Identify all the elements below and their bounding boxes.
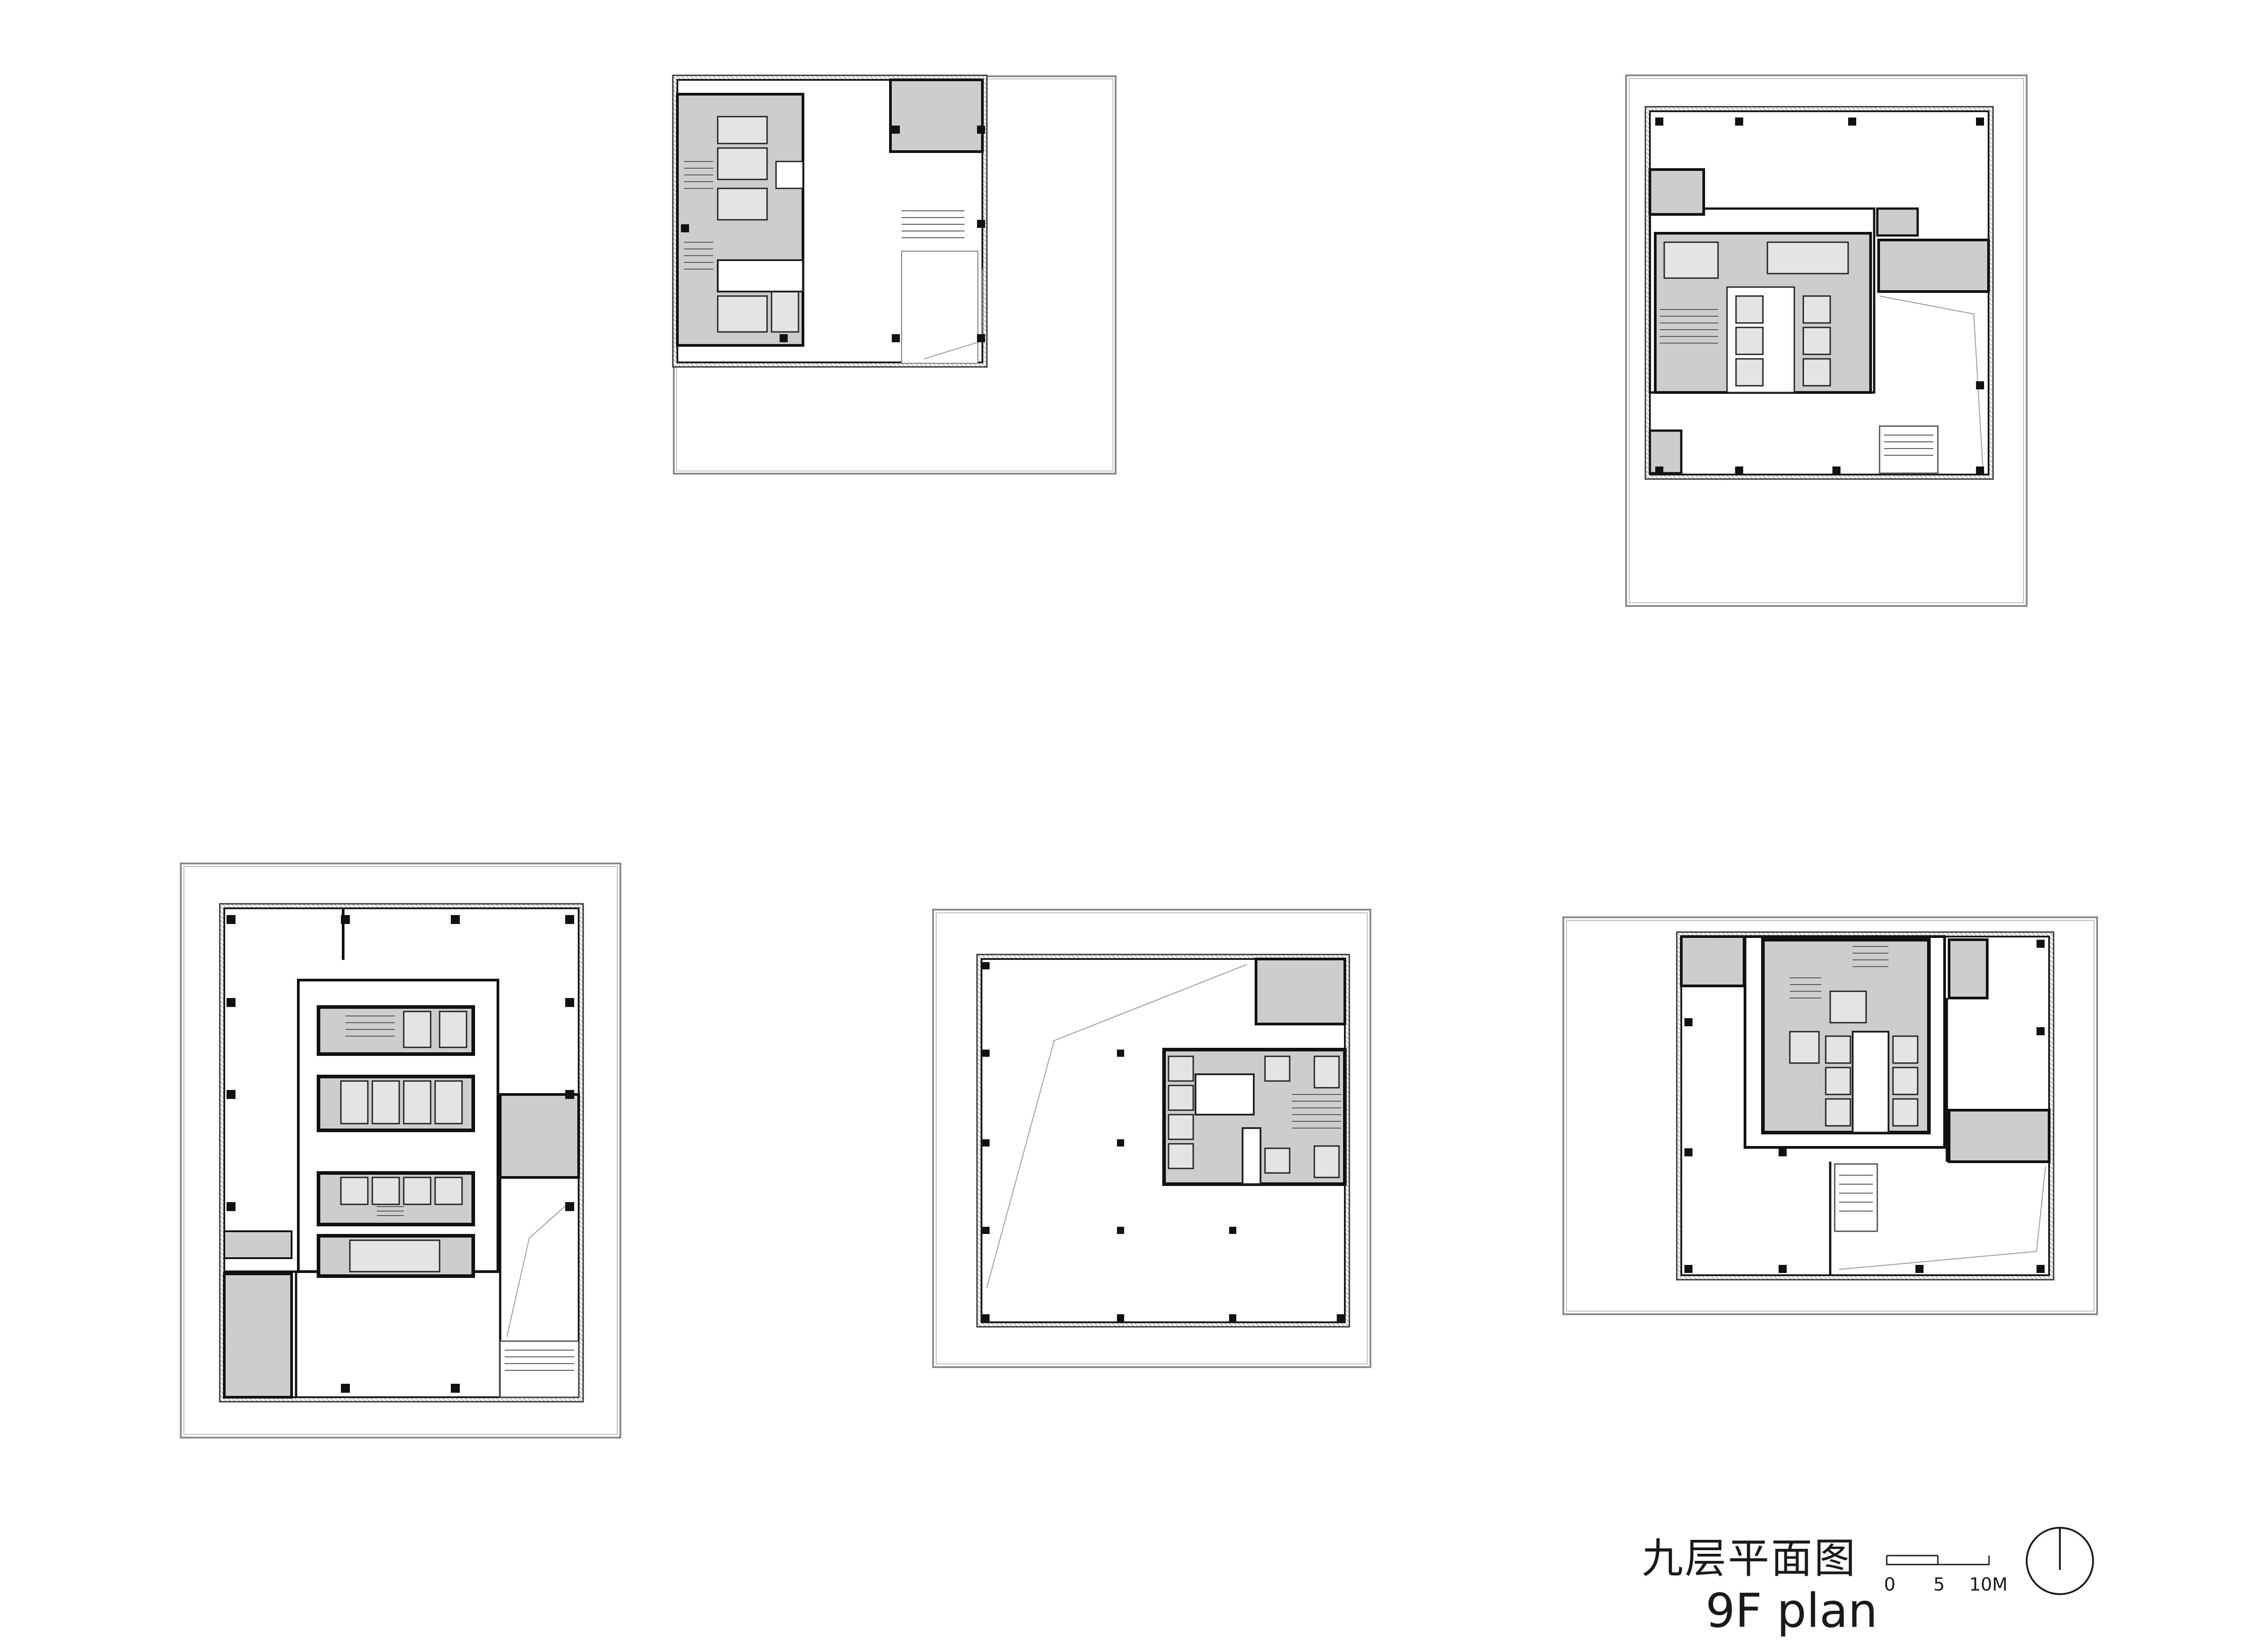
- columns: [1684, 940, 2045, 1273]
- columns: [1655, 118, 1984, 475]
- tower-plan-5: [1562, 916, 2098, 1315]
- site-boundary-inner: [183, 866, 618, 1435]
- drawing-title-en: 9F plan: [1705, 1583, 1878, 1638]
- site-boundary: [1625, 74, 2028, 607]
- service-room: [1649, 168, 1705, 216]
- tower-plan-3: [180, 863, 621, 1438]
- stair-2: [902, 210, 964, 238]
- columns: [227, 915, 574, 1393]
- stair-1: [1292, 1094, 1341, 1129]
- scale-bar: 0 5 10M: [1884, 1543, 2007, 1595]
- scale-bar-graphic: [1886, 1555, 1990, 1565]
- scale-label-0: 0: [1884, 1574, 1896, 1595]
- columns: [982, 962, 1344, 1321]
- service-room: [1877, 239, 1990, 293]
- service-room: [1948, 1109, 2050, 1163]
- corridor-wall: [1744, 935, 1946, 1149]
- site-boundary: [180, 863, 621, 1438]
- stair-1: [1660, 309, 1718, 344]
- service-room: [889, 78, 984, 153]
- tower-plan-1: [672, 74, 1117, 475]
- service-room: [223, 1273, 293, 1399]
- service-room: [1948, 938, 1989, 999]
- north-arrow-graphic: [2026, 1527, 2094, 1595]
- service-room: [1649, 429, 1683, 475]
- drawing-legend: 九层平面图 9F plan 0 5 10M: [1642, 1525, 2117, 1642]
- site-boundary-inner: [1629, 78, 2024, 603]
- site-boundary-inner: [1566, 920, 2094, 1312]
- service-room: [499, 1093, 580, 1179]
- scale-label-5: 5: [1933, 1574, 1945, 1595]
- drawing-title-cn: 九层平面图: [1642, 1534, 1858, 1582]
- site-boundary: [1562, 916, 2098, 1315]
- site-boundary: [932, 909, 1371, 1368]
- stair-1: [345, 1016, 404, 1216]
- north-arrow-icon: [2024, 1525, 2096, 1599]
- tower-plan-4: [932, 909, 1371, 1368]
- service-room: [1255, 958, 1346, 1025]
- columns: [681, 126, 985, 342]
- site-boundary-inner: [936, 912, 1368, 1364]
- scale-label-10m: 10M: [1969, 1574, 2008, 1595]
- service-room: [1680, 935, 1745, 987]
- stair-1: [1790, 946, 1889, 998]
- stair-1: [684, 161, 713, 270]
- tower-plan-2: [1625, 74, 2028, 607]
